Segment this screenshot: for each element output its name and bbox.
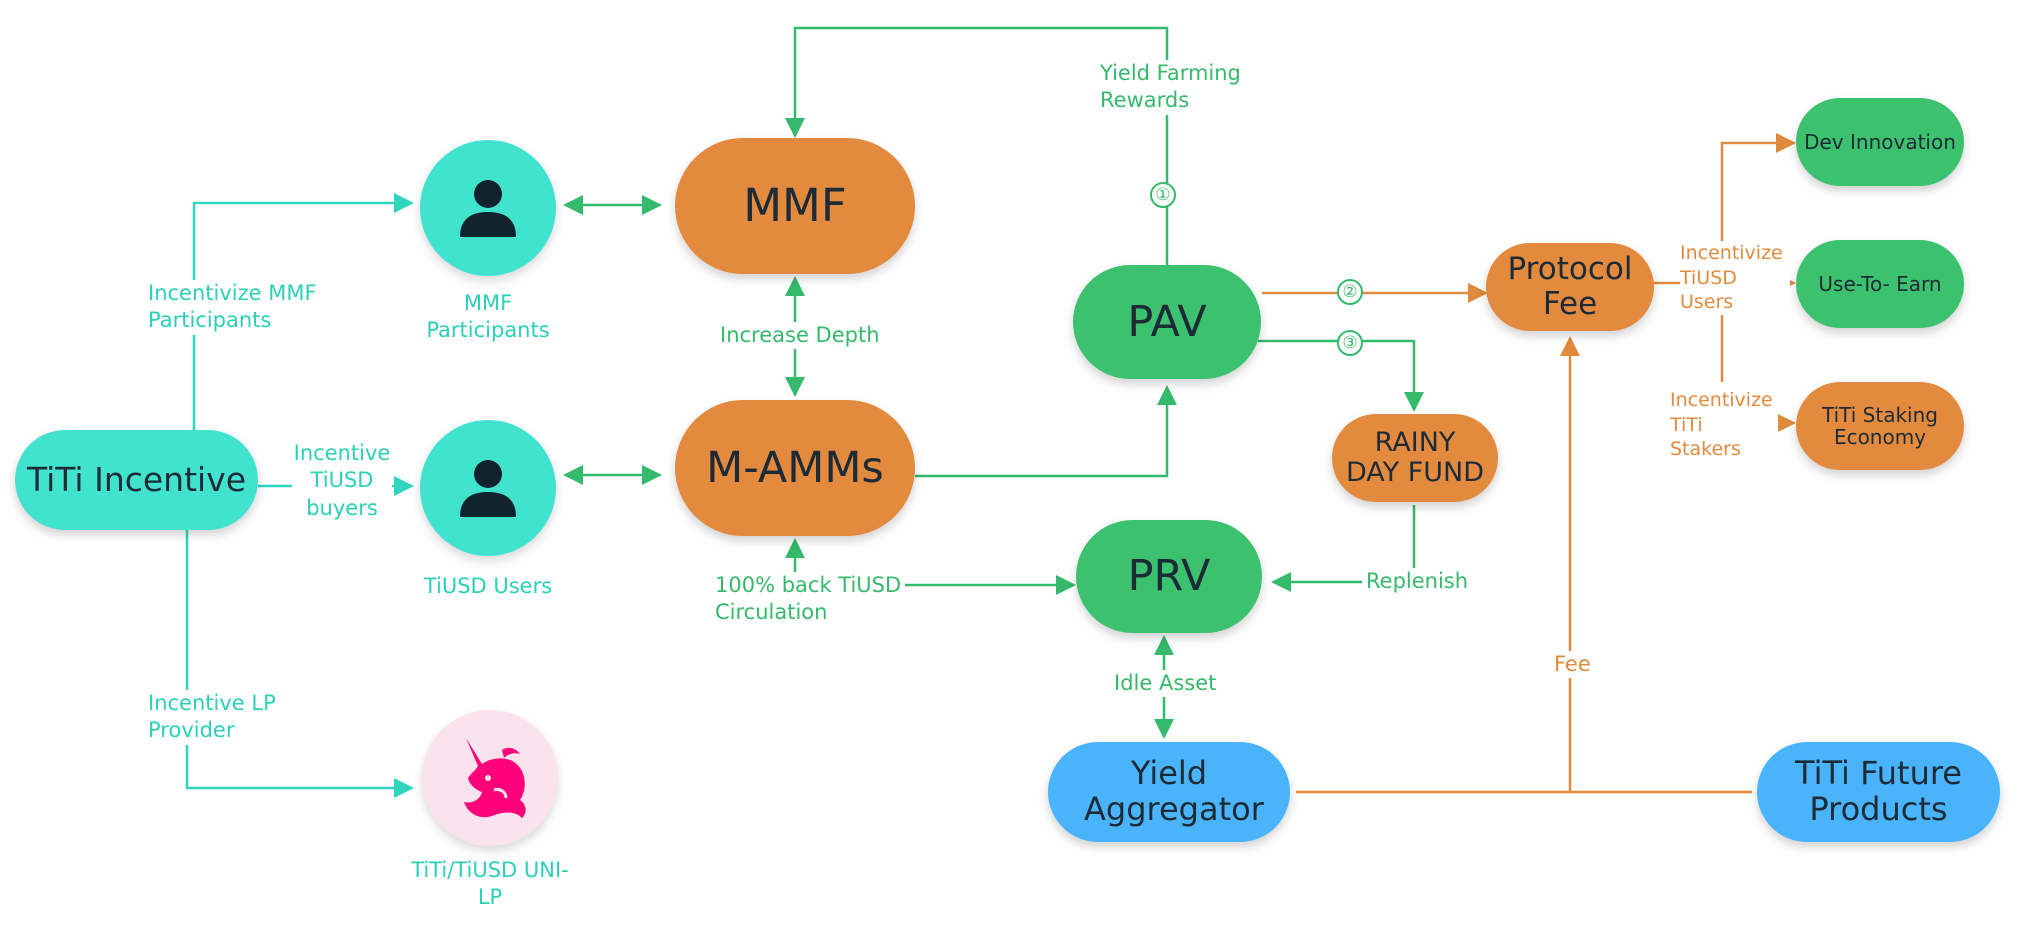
dev-innovation-label: Dev Innovation [1804,129,1956,154]
mmf-node: MMF [675,138,915,274]
idle-asset-label: Idle Asset [1110,670,1221,698]
incentivize-mmf-label: Incentivize MMF Participants [148,280,328,335]
incentive-tiusd-buyers-label: Incentive TiUSD buyers [292,440,392,522]
edge-incentivize-mmf [192,193,414,430]
step-one-badge: ① [1150,182,1176,208]
uni-lp-avatar [422,710,558,846]
fee-label: Fee [1550,651,1595,679]
titi-incentive-node: TiTi Incentive [15,430,258,530]
dev-innovation-node: Dev Innovation [1796,98,1964,186]
tiusd-users-avatar [420,420,556,556]
edge-incentive-lp [185,530,414,798]
mmf-participants-avatar [420,140,556,276]
edge-fee [1296,338,1752,794]
yield-aggregator-node: Yield Aggregator [1048,742,1290,842]
tiusd-users-label: TiUSD Users [423,574,553,598]
mmf-participants-label: MMF Participants [426,291,550,343]
yield-aggregator-label: Yield Aggregator [1084,754,1264,828]
uni-lp-label: TiTi/TiUSD UNI-LP [411,858,569,910]
protocol-fee-node: Protocol Fee [1486,243,1654,331]
yield-farming-label: Yield Farming Rewards [1100,60,1250,115]
incentive-lp-label: Incentive LP Provider [148,690,278,745]
prv-label: PRV [1127,551,1211,602]
back-circulation-label: 100% back TiUSD Circulation [715,572,905,627]
incentivize-titi-stakers-label: Incentivize TiTi Stakers [1670,388,1778,463]
m-amms-label: M-AMMs [706,442,884,493]
use-to-earn-label: Use-To- Earn [1818,271,1942,296]
step-two-badge: ② [1337,279,1363,305]
pav-node: PAV [1073,265,1261,379]
titi-future-products-node: TiTi Future Products [1757,742,2000,842]
increase-depth-label: Increase Depth [716,322,884,350]
incentivize-tiusd-users-label: Incentivize TiUSD Users [1680,241,1790,316]
rainy-day-fund-node: RAINY DAY FUND [1332,414,1498,502]
protocol-fee-label: Protocol Fee [1507,251,1633,322]
prv-node: PRV [1076,520,1262,633]
rainy-day-fund-label: RAINY DAY FUND [1345,426,1485,488]
titi-future-products-label: TiTi Future Products [1795,754,1962,828]
titi-staking-economy-label: TiTi Staking Economy [1822,402,1938,449]
titi-staking-economy-node: TiTi Staking Economy [1796,382,1964,470]
uniswap-unicorn-icon [464,738,526,818]
mmf-label: MMF [743,178,847,232]
edge-yield-farming [785,26,1169,265]
edge-pav-to-rainy [1258,339,1424,412]
step-three-badge: ③ [1337,330,1363,356]
edge-mamms-to-pav [915,385,1177,478]
user-icon [460,180,516,237]
use-to-earn-node: Use-To- Earn [1796,240,1964,328]
m-amms-node: M-AMMs [675,400,915,536]
replenish-label: Replenish [1362,568,1473,596]
titi-incentive-label: TiTi Incentive [26,459,247,499]
user-icon [460,460,516,517]
pav-label: PAV [1127,296,1207,347]
